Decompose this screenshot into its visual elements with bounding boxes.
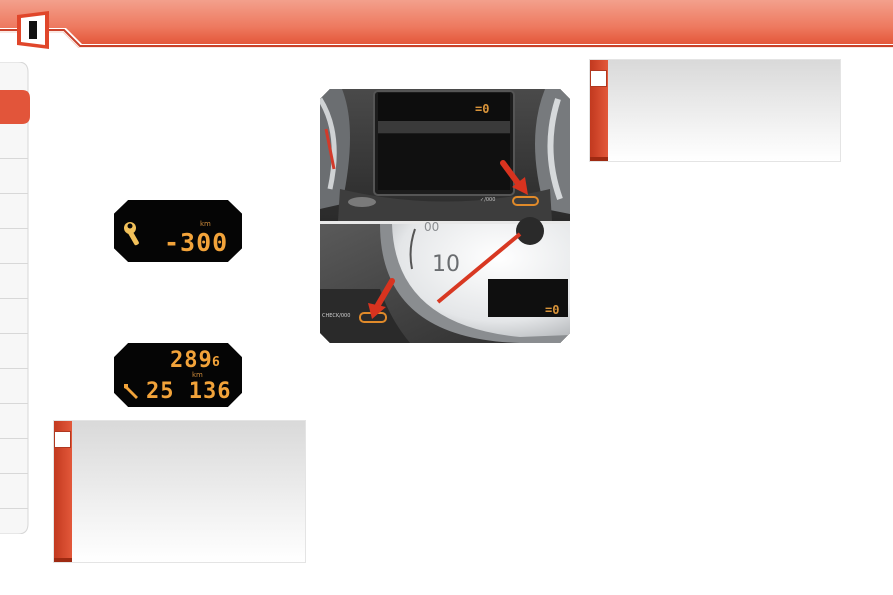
wrench-icon xyxy=(122,220,146,248)
section-tab-4[interactable] xyxy=(0,159,28,194)
header-shape xyxy=(0,0,893,48)
top-readout: =0 xyxy=(475,102,489,116)
section-tab-9[interactable] xyxy=(0,334,28,369)
note-accent-bar-end xyxy=(590,157,608,161)
bottom-button-label: CHECK/000 xyxy=(322,313,350,319)
section-tab-10[interactable] xyxy=(0,369,28,404)
total-distance: 25 136 xyxy=(146,379,232,404)
section-tabs xyxy=(0,62,30,534)
trip-reset-button-highlight xyxy=(512,196,539,206)
top-panel xyxy=(320,89,570,221)
section-tab-7[interactable] xyxy=(0,264,28,299)
gauge-number: 10 xyxy=(432,252,460,277)
section-tab-14[interactable] xyxy=(0,509,28,543)
countdown-unit: km xyxy=(200,220,211,228)
odometer-unit: km xyxy=(192,371,203,379)
photo-separator xyxy=(320,221,570,224)
service-countdown-display: km -300 xyxy=(114,200,242,262)
gauge-number-partial: 00 xyxy=(424,220,439,234)
note-box-left xyxy=(53,420,306,563)
section-tab-5[interactable] xyxy=(0,194,28,229)
wrench-icon xyxy=(121,381,141,401)
header-band xyxy=(0,0,893,49)
section-tab-8[interactable] xyxy=(0,299,28,334)
trip-decimal: 6 xyxy=(212,355,221,370)
bottom-panel xyxy=(320,217,570,343)
note-marker-icon xyxy=(54,431,71,448)
pointer-arrow-icon xyxy=(368,278,395,319)
chapter-marker-icon xyxy=(17,11,49,49)
note-box-right xyxy=(589,59,841,162)
section-tab-11[interactable] xyxy=(0,404,28,439)
gauge-needle xyxy=(436,232,522,304)
pointer-arrow-icon xyxy=(500,160,528,195)
top-button-label: ✓/000 xyxy=(480,197,495,203)
section-tab-3[interactable] xyxy=(0,124,28,159)
section-tab-12[interactable] xyxy=(0,439,28,474)
note-accent-bar-end xyxy=(54,558,72,562)
bottom-readout: =0 xyxy=(545,303,559,317)
section-tab-6[interactable] xyxy=(0,229,28,264)
countdown-value: -300 xyxy=(164,228,229,257)
note-accent-bar xyxy=(54,421,72,562)
section-tab-2-active[interactable] xyxy=(0,90,30,124)
instrument-panel-drawing: =0 ✓/000 10 00 =0 CHECK/000 xyxy=(320,89,570,343)
instrument-panel-photo: =0 ✓/000 10 00 =0 CHECK/000 xyxy=(320,89,570,343)
trip-distance: 289 xyxy=(170,348,213,373)
note-marker-icon xyxy=(590,70,607,87)
odometer-display: 289 6 km 25 136 xyxy=(114,343,242,407)
section-tab-13[interactable] xyxy=(0,474,28,509)
